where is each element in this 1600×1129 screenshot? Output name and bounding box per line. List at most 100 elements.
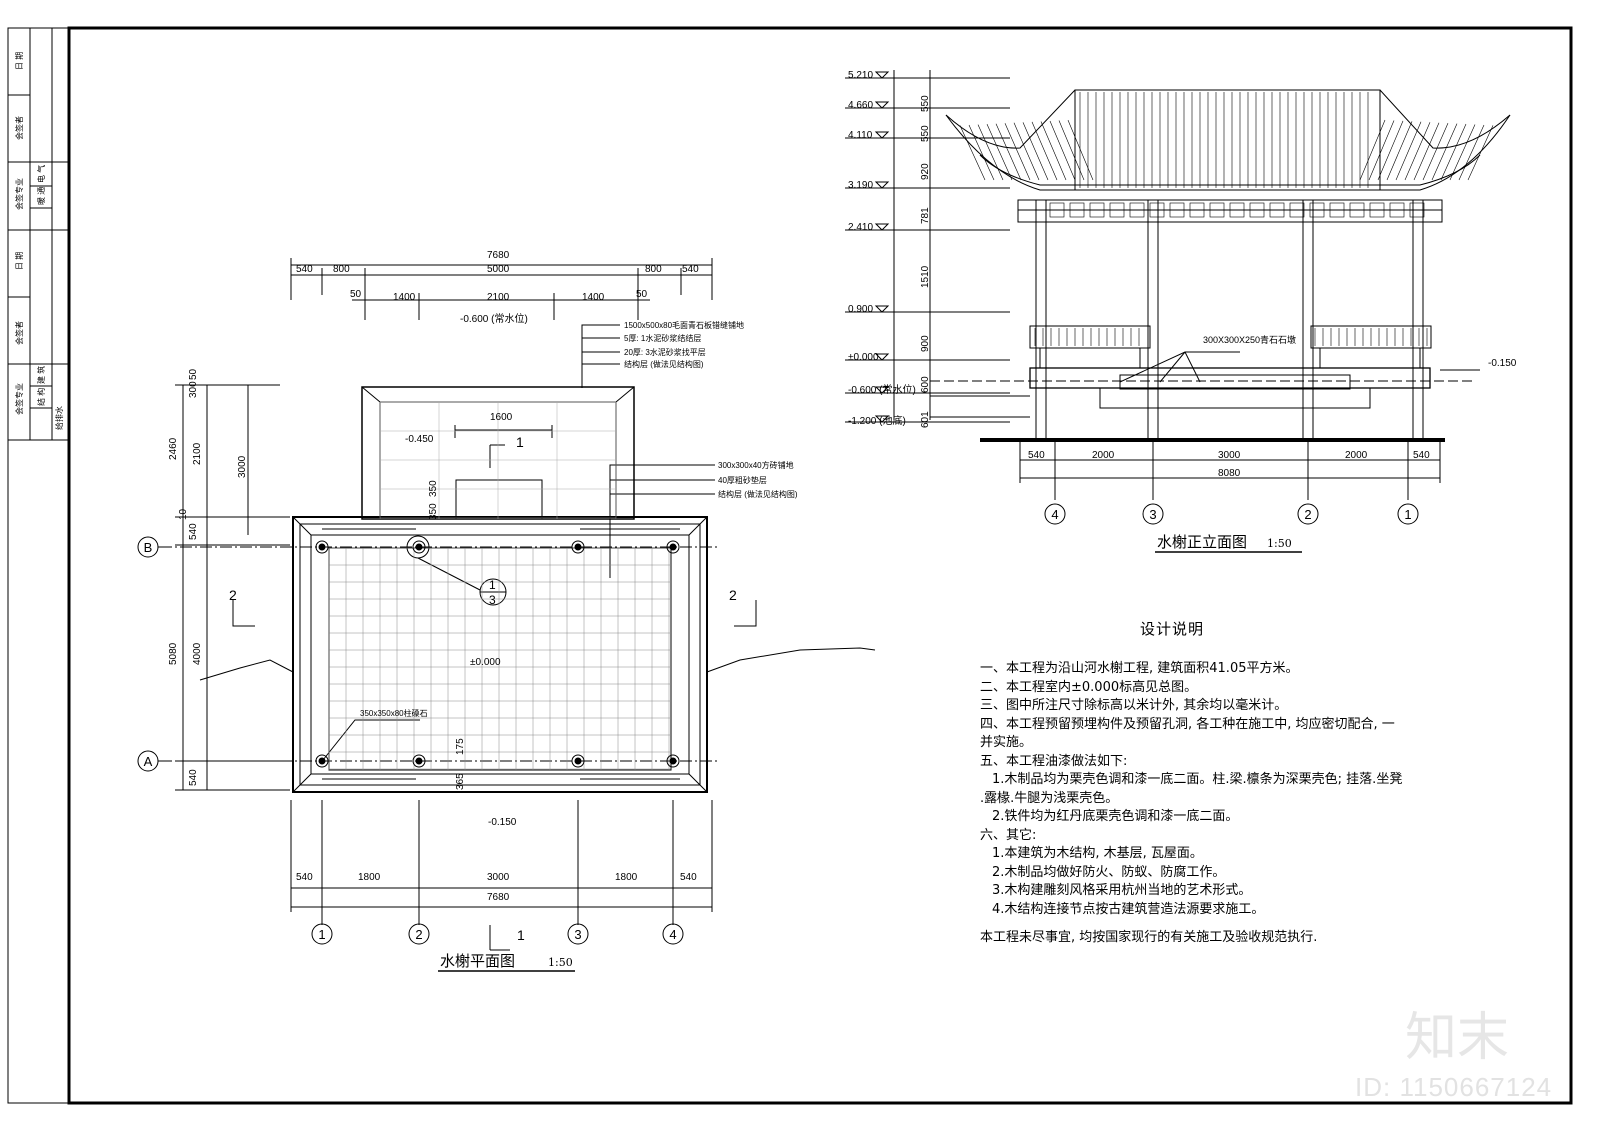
note-line-7: 1.木制品均为栗壳色调和漆一底二面。柱.梁.檩条为深栗壳色; 挂落.坐凳 xyxy=(992,772,1403,787)
column-base xyxy=(412,540,426,554)
plan-small-4: 365 xyxy=(455,773,466,790)
elev-dim-6: 900 xyxy=(920,335,931,352)
elev-dim-1: 550 xyxy=(920,95,931,112)
roof-tile xyxy=(1368,120,1395,181)
note-line-11: 1.本建筑为木结构, 木基层, 瓦屋面。 xyxy=(992,846,1203,861)
axis-4: 4 xyxy=(669,927,676,942)
tb-hvac: 暖 通 xyxy=(36,187,46,205)
plan-dim-t9: 1400 xyxy=(582,292,605,303)
roof-tile xyxy=(1058,120,1085,181)
elevation-axis-bubbles xyxy=(1044,503,1419,525)
plan-text: 7680 540 800 5000 800 540 50 1400 2100 1… xyxy=(168,250,798,943)
plan-dim-l5: 540 xyxy=(188,523,199,540)
lattice-panel xyxy=(1309,202,1325,218)
roof-tile xyxy=(1404,122,1431,181)
elev-level-5210: 5.210 xyxy=(848,70,873,81)
plan-axis-bubbles xyxy=(137,536,684,945)
tb-discipline-2: 会签专业 xyxy=(14,383,24,415)
elev-dim-total: 8080 xyxy=(1218,468,1241,479)
elevation-title-scale: 1:50 xyxy=(1267,537,1292,550)
plan-top-total: 7680 xyxy=(487,250,510,261)
column xyxy=(318,543,326,551)
elevation-lattice xyxy=(1034,202,1428,346)
lattice-panel xyxy=(1349,202,1365,218)
roof-tile xyxy=(1440,123,1467,181)
plan-title-scale: 1:50 xyxy=(548,956,573,969)
plan-level-0150: -0.150 xyxy=(488,817,517,828)
column xyxy=(415,543,423,551)
plan-section-mark-top: 1 xyxy=(516,434,524,450)
elev-dim-2: 550 xyxy=(920,125,931,142)
title-block xyxy=(7,28,69,441)
plan-top-paving xyxy=(379,401,617,519)
roof-tile xyxy=(1049,120,1076,181)
plan-title-text: 水榭平面图 xyxy=(440,952,515,970)
note-line-13: 3.木构建雕刻风格采用杭州当地的艺术形式。 xyxy=(992,883,1252,898)
note-footer: 本工程未尽事宜, 均按国家现行的有关施工及验收规范执行. xyxy=(980,930,1318,945)
level-marker xyxy=(874,305,890,313)
elev-dim-b2: 2000 xyxy=(1092,450,1115,461)
inner-border xyxy=(67,26,1573,1105)
elev-axis-1: 1 xyxy=(1404,507,1411,522)
roof-tile xyxy=(959,125,986,181)
axis-1: 1 xyxy=(318,927,325,942)
plan-small-2: 350 xyxy=(428,480,439,497)
roof-tile xyxy=(1422,123,1449,181)
elev-dim-4: 781 xyxy=(920,207,931,224)
column xyxy=(574,757,582,765)
plan-dim-t10: 50 xyxy=(636,289,648,300)
plan-dim-t6: 50 xyxy=(350,289,362,300)
note-line-8: .露椽.牛腿为浅栗壳色。 xyxy=(980,790,1119,806)
lattice-panel xyxy=(1149,202,1165,218)
note-line-10: 六、其它: xyxy=(980,827,1037,843)
lattice-panel xyxy=(1049,202,1065,218)
lattice-panel xyxy=(1329,202,1345,218)
plan-note-m1: 300x300x40方砖铺地 xyxy=(718,460,794,470)
roof-tile xyxy=(1013,122,1040,181)
tb-discipline-1: 会签专业 xyxy=(14,178,24,210)
lattice-panel xyxy=(1409,202,1425,218)
elev-dim-5: 1510 xyxy=(920,265,931,288)
roof-tile xyxy=(1449,124,1476,181)
design-notes: 设计说明 一、本工程为沿山河水榭工程, 建筑面积41.05平方米。 二、本工程室… xyxy=(980,620,1480,948)
plan-dim-b4: 1800 xyxy=(615,872,638,883)
roof-tile xyxy=(986,124,1013,181)
note-line-4: 四、本工程预留预埋构件及预留孔洞, 各工种在施工中, 均应密切配合, 一 xyxy=(980,716,1395,732)
note-line-5: 并实施。 xyxy=(980,735,1033,750)
plan-dim-l2: 50 xyxy=(188,368,199,380)
plan-note-t1: 1500x500x80毛面青石板错缝铺地 xyxy=(624,320,744,330)
elev-level-0600: -0.600 (常水位) xyxy=(848,383,916,396)
elev-level-1200: -1.200 (池底) xyxy=(848,414,906,427)
elev-right-level: -0.150 xyxy=(1488,358,1517,369)
plan-dim-l6: 5080 xyxy=(168,642,179,665)
plan-level-0000: ±0.000 xyxy=(470,657,501,668)
note-line-2: 二、本工程室内±0.000标高见总图。 xyxy=(980,679,1198,695)
plan-small-1: 350 xyxy=(428,503,439,520)
lattice-panel xyxy=(1109,202,1125,218)
plan-dim-t4: 800 xyxy=(645,264,662,275)
watermark-id: ID: 1150667124 xyxy=(1355,1072,1553,1102)
plan-section-mark-right: 2 xyxy=(729,587,737,603)
plan-level-0450: -0.450 xyxy=(405,434,434,445)
plan-detail-top: 1 xyxy=(489,578,496,592)
plan-dim-t3: 5000 xyxy=(487,264,510,275)
lattice-panel xyxy=(1209,202,1225,218)
elevation-levels xyxy=(845,71,1010,423)
column-base xyxy=(571,540,585,554)
elevation-title-text: 水榭正立面图 xyxy=(1157,533,1247,551)
lattice-panel xyxy=(1249,202,1265,218)
plan-columns xyxy=(315,540,680,768)
elevation-title: 水榭正立面图 1:50 xyxy=(1155,533,1302,553)
plan-title: 水榭平面图 1:50 xyxy=(438,952,575,972)
lattice-panel xyxy=(1389,202,1405,218)
tb-structure: 结 构 xyxy=(36,388,46,406)
plan-dim-l1: 300 xyxy=(188,381,199,398)
plan-dim-l3: 2460 xyxy=(168,437,179,460)
plan-dim-t2: 800 xyxy=(333,264,350,275)
column xyxy=(669,543,677,551)
elev-dim-b5: 540 xyxy=(1413,450,1430,461)
note-line-12: 2.木制品均做好防火、防蚁、防腐工作。 xyxy=(992,864,1226,880)
level-marker xyxy=(874,353,890,361)
elev-level-0000: ±0.000 xyxy=(848,352,879,363)
